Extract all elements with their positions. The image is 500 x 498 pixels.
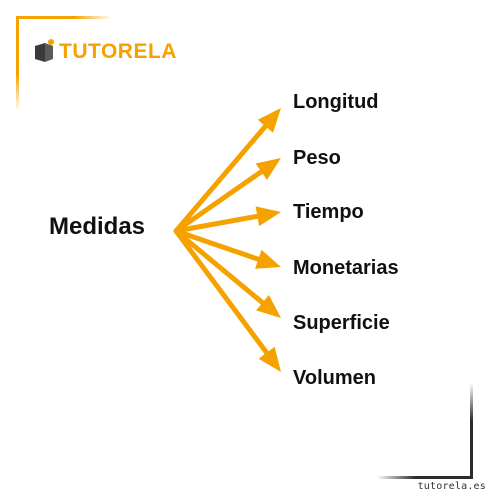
arrow-shaft-tiempo [173,213,262,234]
arrow-shaft-peso [173,168,266,234]
arrow-head-monetarias [255,249,281,269]
arrow-shaft-monetarias [173,228,263,263]
frame-corner-bottom-right-vertical [470,383,473,479]
frame-corner-bottom-right [377,476,473,479]
branch-label-tiempo: Tiempo [293,201,364,223]
branch-label-longitud: Longitud [293,91,379,113]
branch-label-superficie: Superficie [293,312,390,334]
arrow-head-peso [255,158,281,180]
arrow-head-tiempo [255,206,281,227]
branch-label-peso: Peso [293,147,341,169]
arrow-head-volumen [258,346,281,372]
root-node-label: Medidas [49,213,146,240]
arrow-shaft-longitud [173,122,270,234]
arrow-head-longitud [257,108,281,133]
arrow-shaft-volumen [173,228,271,357]
watermark: tutorela.es [417,481,486,492]
brand-logo: TUTORELA [33,38,177,64]
branch-label-volumen: Volumen [293,367,376,389]
brand-name: TUTORELA [59,39,177,63]
frame-corner-top-left-vertical [16,16,19,112]
tutorela-logo-icon [35,39,54,62]
branch-label-monetarias: Monetarias [293,257,399,279]
arrow-head-superficie [256,295,281,318]
arrow-shaft-superficie [173,228,267,307]
frame-corner-top-left [16,16,112,19]
